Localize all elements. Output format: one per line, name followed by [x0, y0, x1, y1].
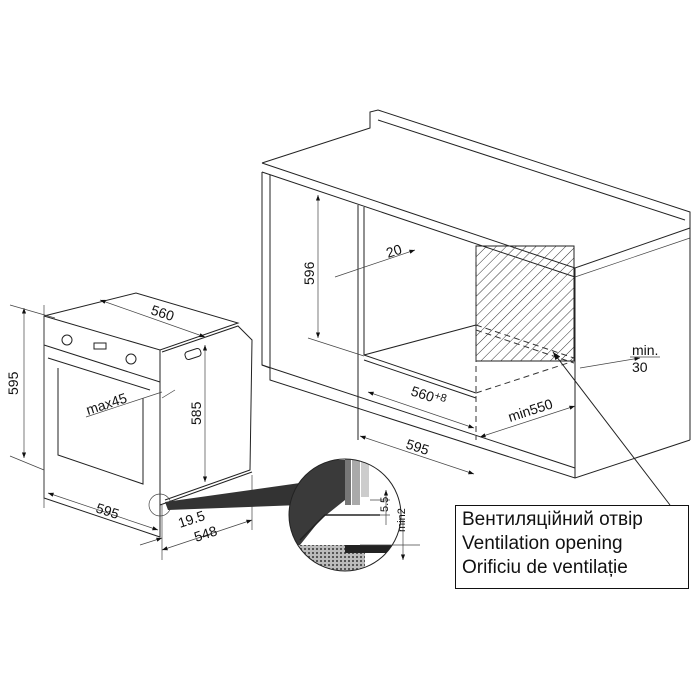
ventilation-label-uk: Вентиляційний отвір: [462, 509, 643, 530]
dim-body-depth: 548: [192, 522, 219, 545]
dim-detail-gap: 5.5: [379, 497, 391, 512]
dim-detail-min-gap: min2: [396, 508, 408, 532]
knob-right-icon: [125, 353, 137, 365]
display-icon: [93, 342, 107, 350]
detail-magnifier: 5.5 min2: [288, 458, 420, 572]
dim-oven-body-height: 585: [188, 401, 204, 425]
callout-pointer: [165, 483, 300, 510]
ventilation-label-en: Ventilation opening: [462, 533, 623, 554]
dim-oven-depth-top: 560: [149, 302, 176, 325]
ventilation-label-ro: Orificiu de ventilație: [462, 557, 628, 578]
dim-oven-height: 595: [5, 371, 21, 395]
dim-rear-gap-value: 30: [632, 359, 648, 375]
dim-niche-height: 596: [301, 261, 317, 285]
oven: 595 560 585 max45 595 19.5 548: [5, 292, 300, 560]
kitchen-cabinet: 596 20 560+8 595 min550 min. 30: [261, 109, 691, 506]
ventilation-legend: Вентиляційний отвір Ventilation opening …: [455, 505, 689, 589]
dim-niche-width: 560+8: [409, 383, 448, 409]
ventilation-hatch: [475, 245, 575, 362]
dim-handle: max45: [84, 390, 129, 418]
dim-side-gap: 20: [384, 241, 404, 261]
dim-oven-width: 595: [94, 500, 121, 523]
dim-cabinet-width: 595: [404, 436, 431, 459]
dim-rear-gap-label: min.: [632, 342, 658, 358]
knob-left-icon: [61, 334, 73, 346]
